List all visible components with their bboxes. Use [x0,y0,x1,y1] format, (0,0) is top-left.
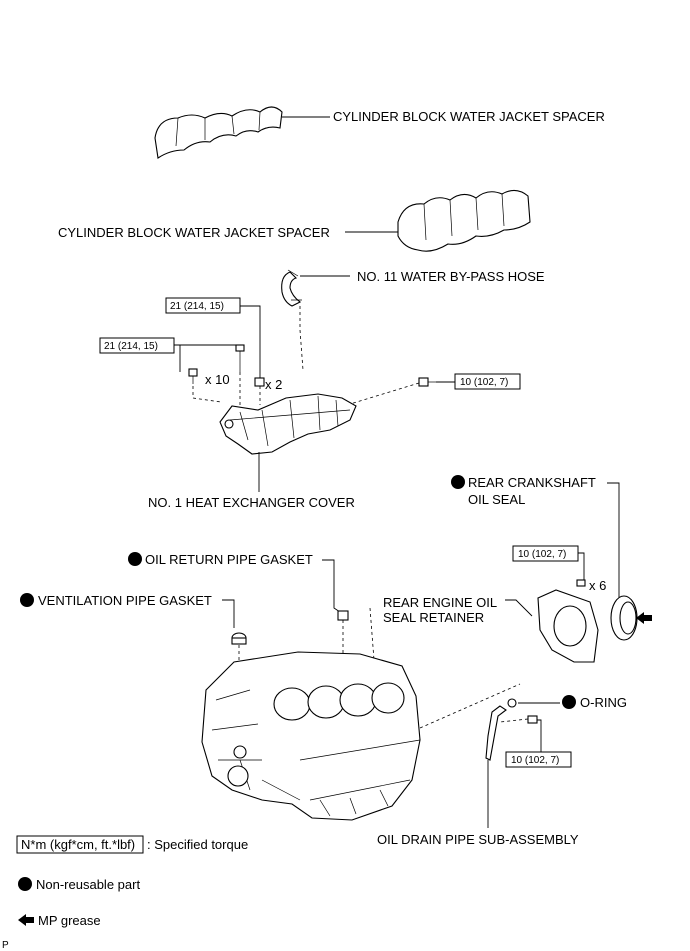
legend-torque-box-text: N*m (kgf*cm, ft.*lbf) [21,837,135,852]
nonreusable-dot-o-ring [562,695,576,709]
torque-value-5: 10 (102, 7) [511,755,559,766]
oil-return-pipe-gasket [337,610,349,621]
label-o-ring: O-RING [580,695,627,710]
grease-arrow [636,612,652,624]
bolt-long [235,344,245,372]
torque-box-2 [99,337,175,354]
bolt-x10 [188,368,198,384]
water-bypass-hose [281,269,302,307]
label-oil-drain-pipe: OIL DRAIN PIPE SUB-ASSEMBLY [377,832,579,847]
oil-drain-pipe [485,705,507,761]
rear-crankshaft-oil-seal [610,595,638,641]
torque-box-4 [512,545,579,562]
qty-x2: x 2 [265,377,282,392]
o-ring [507,698,517,708]
legend-torque-box [16,835,144,854]
bolt-x6 [576,579,586,587]
legend-nonreusable-dot [18,877,32,891]
torque-box-3 [454,373,521,390]
label-heat-exchanger-cover: NO. 1 HEAT EXCHANGER COVER [148,495,355,510]
legend-grease-text: MP grease [38,913,101,928]
nonreusable-dot-ventilation [20,593,34,607]
label-rear-retainer-2: SEAL RETAINER [383,610,484,625]
legend-torque-text: : Specified torque [147,837,248,852]
torque-value-1: 21 (214, 15) [170,301,224,312]
torque-value-2: 21 (214, 15) [104,341,158,352]
rear-engine-oil-seal-retainer [537,589,599,663]
label-rear-crankshaft-2: OIL SEAL [468,492,525,507]
nonreusable-dot-oil-return [128,552,142,566]
nonreusable-dot-crankshaft [451,475,465,489]
bolt-right [418,377,436,387]
heat-exchanger-cover [219,393,357,455]
label-spacer-top: CYLINDER BLOCK WATER JACKET SPACER [333,109,605,124]
label-spacer-mid: CYLINDER BLOCK WATER JACKET SPACER [58,225,330,240]
torque-box-5 [505,751,572,768]
legend: N*m (kgf*cm, ft.*lbf) : Specified torque… [16,835,248,928]
water-jacket-spacer-top [154,106,283,159]
label-oil-return-gasket: OIL RETURN PIPE GASKET [145,552,313,567]
legend-nonreusable-text: Non-reusable part [36,877,140,892]
qty-x10: x 10 [205,372,230,387]
torque-box-1 [165,297,241,314]
label-ventilation-gasket: VENTILATION PIPE GASKET [38,593,212,608]
water-jacket-spacer-mid [397,189,531,252]
label-rear-retainer-1: REAR ENGINE OIL [383,595,497,610]
label-bypass-hose: NO. 11 WATER BY-PASS HOSE [357,269,545,284]
label-rear-crankshaft-1: REAR CRANKSHAFT [468,475,596,490]
legend-grease-arrow [18,914,34,926]
footer-code: P [2,940,9,951]
bolt-drain [527,715,538,724]
torque-value-3: 10 (102, 7) [460,377,508,388]
qty-x6: x 6 [589,578,606,593]
torque-value-4: 10 (102, 7) [518,549,566,560]
cylinder-block [201,651,421,821]
nut-x2 [254,377,265,387]
ventilation-pipe-gasket [231,632,247,645]
